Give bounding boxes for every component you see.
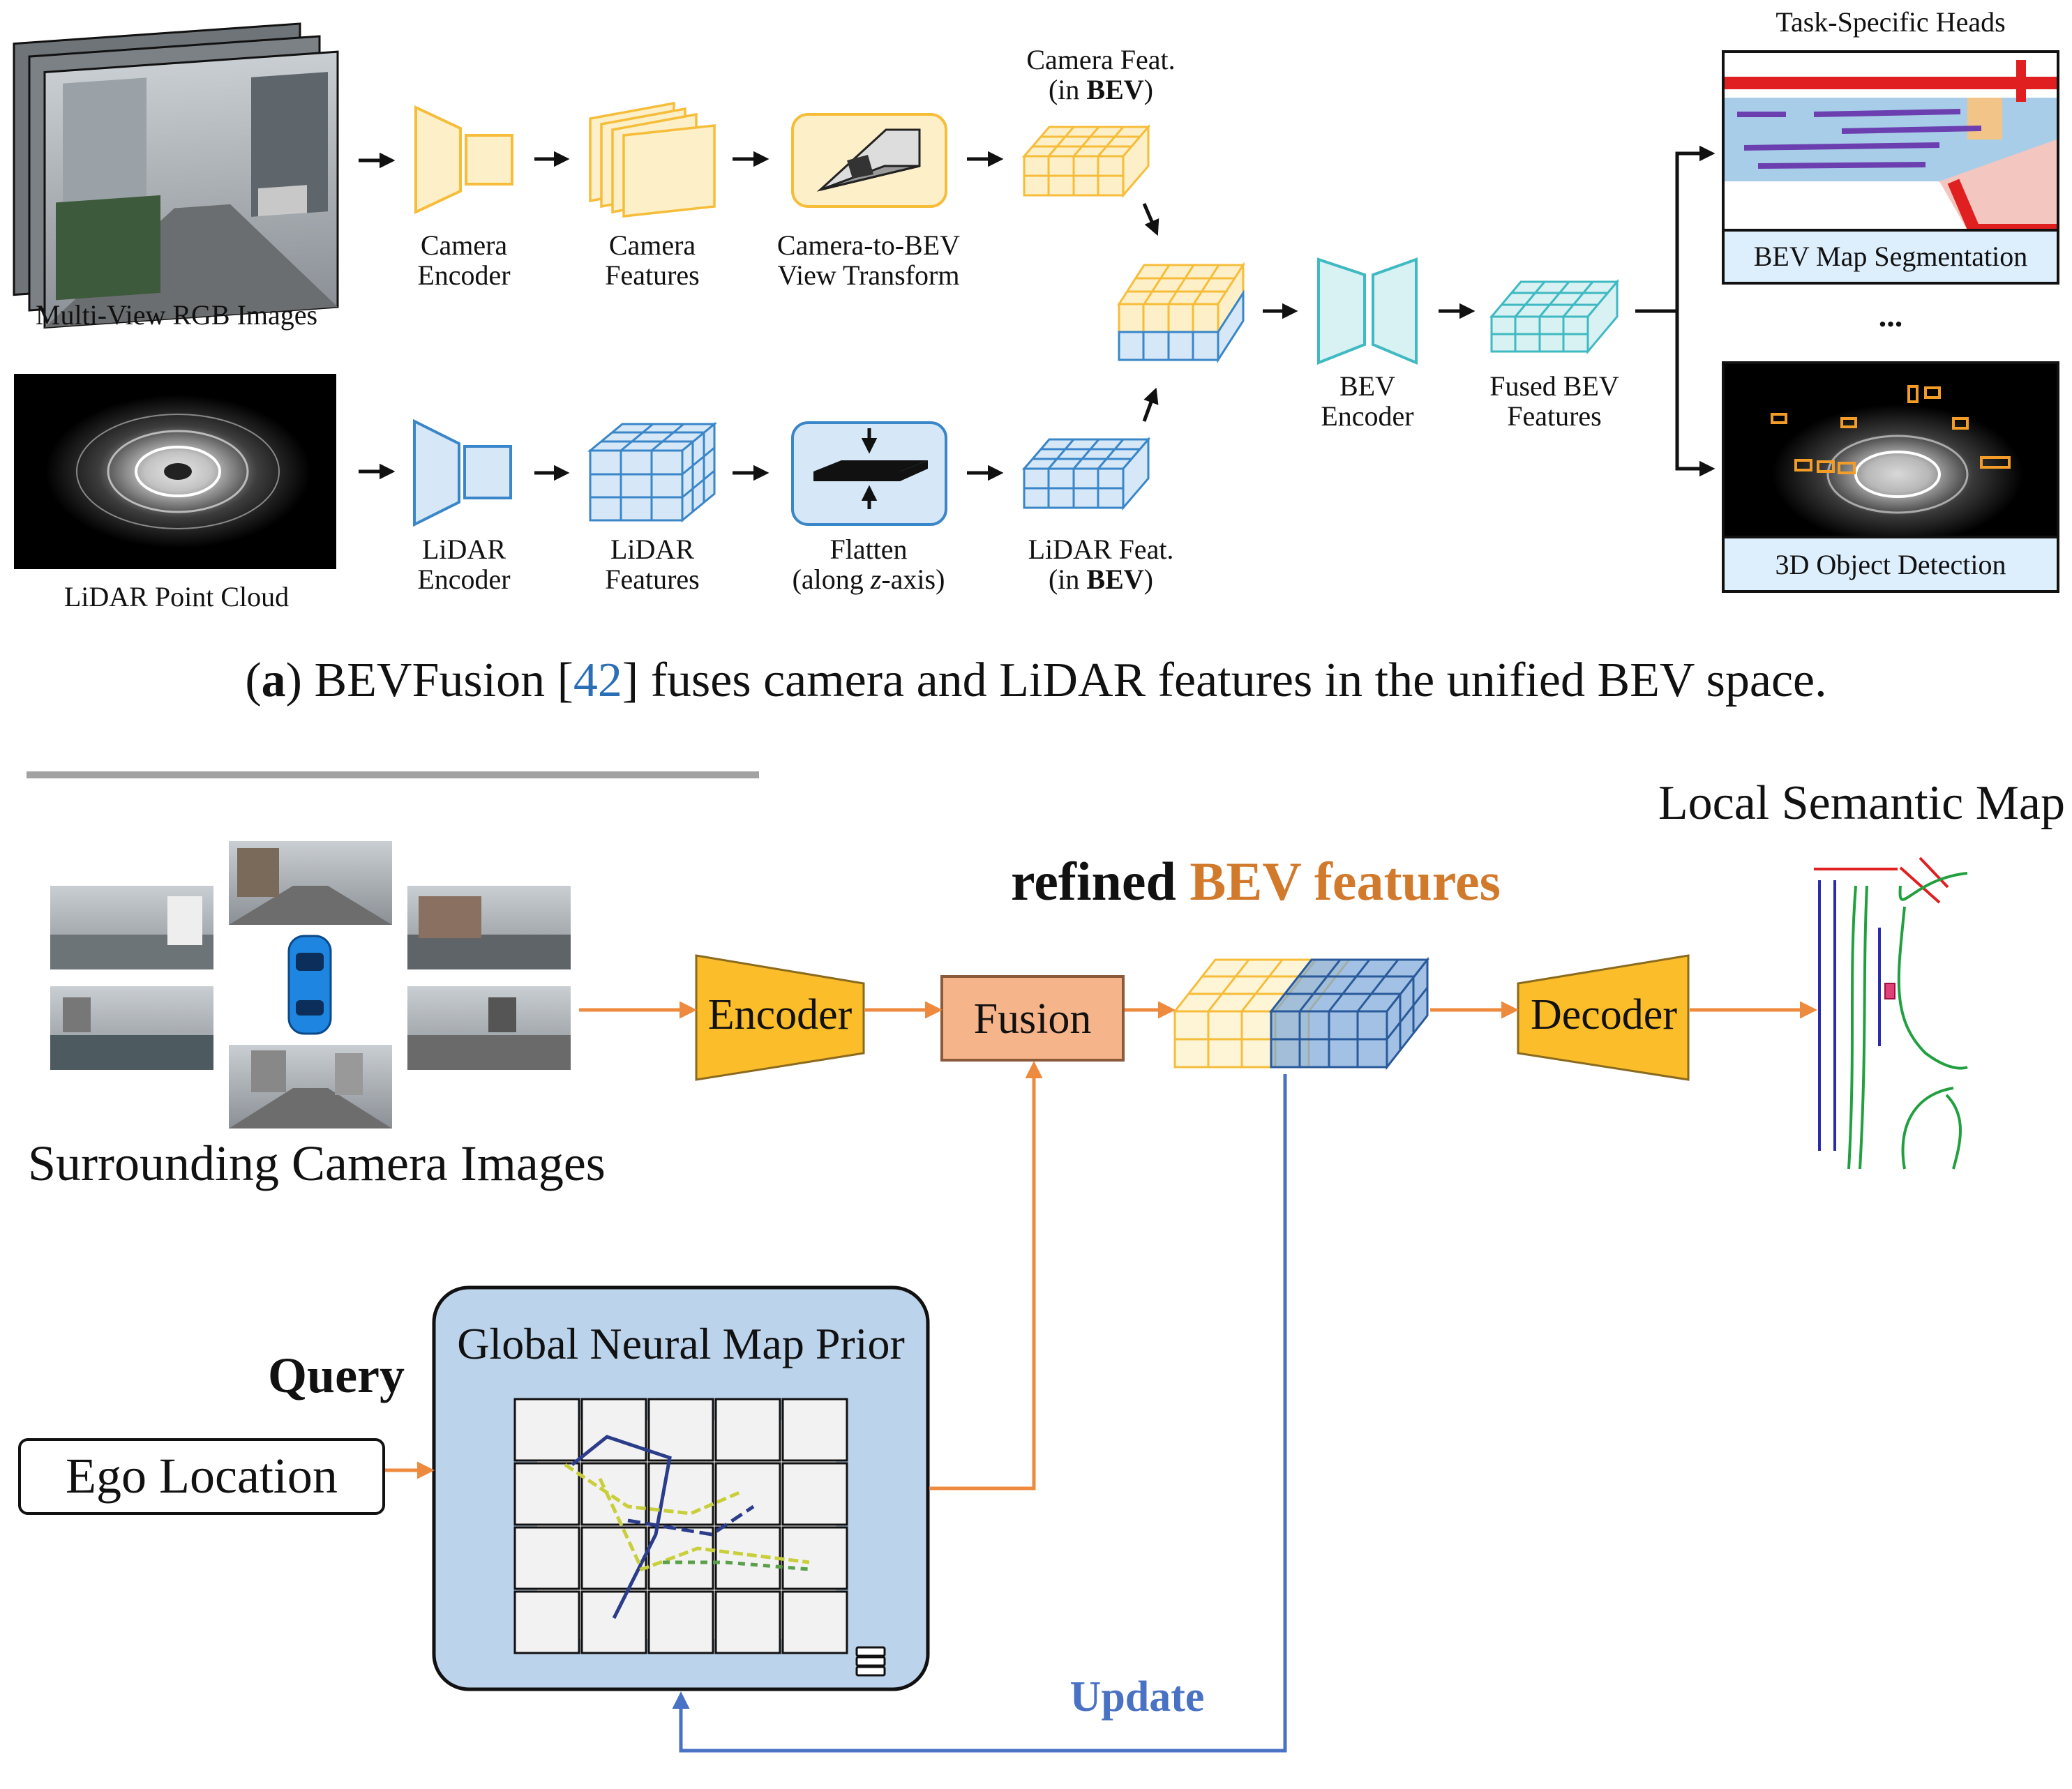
decoder-shape [1517,954,1690,1081]
multi-view-rgb-images [13,22,339,329]
lidar-point-cloud-image [14,374,336,569]
fusion-label: Fusion [973,995,1092,1043]
camera-encoder-icon [414,105,513,215]
local-semantic-map-label: Local Semantic Map [1658,776,2065,830]
multi-view-rgb-label: Multi-View RGB Images [35,299,318,331]
bev-map-segmentation-label: BEV Map Segmentation [1753,241,2028,272]
ego-location-box [18,1438,385,1515]
refined-bev-cube-icon [1172,956,1430,1071]
panel-b-arrows [385,1001,1817,1753]
bev-encoder-icon [1317,257,1418,365]
camera-feat-bev-label: Camera Feat. (in BEV) [1026,44,1176,106]
fused-stack-icon [1117,261,1245,364]
camera-features-icon [589,101,716,218]
lidar-features-icon [587,421,718,523]
heads-ellipsis: ... [1878,298,1903,333]
ego-car-icon [287,935,332,1035]
encoder-shape [695,954,865,1081]
3d-object-detection-label: 3D Object Detection [1775,549,2006,580]
fused-bev-grid-icon [1489,278,1620,355]
lidar-bev-grid-icon [1021,436,1151,511]
task-specific-heads-label: Task-Specific Heads [1776,6,2006,38]
update-label: Update [1069,1673,1205,1721]
flatten-label: Flatten (along z-axis) [792,534,945,596]
refined-bev-features-label: refined BEV features [1011,851,1501,912]
camera-to-bev-icon [791,113,947,208]
fusion-box [940,975,1125,1062]
global-neural-map-prior [432,1285,930,1691]
camera-bev-grid-icon [1021,123,1151,199]
surrounding-camera-images [50,841,571,1128]
database-icon [855,1646,886,1677]
surrounding-camera-label: Surrounding Camera Images [28,1135,606,1191]
bev-map-segmentation-image [1722,50,2059,285]
lidar-point-cloud-label: LiDAR Point Cloud [63,581,290,612]
encoder-label: Encoder [707,991,853,1039]
3d-object-detection-image [1722,361,2059,593]
lidar-encoder-icon [413,418,512,527]
lidar-feat-bev-label: LiDAR Feat. (in BEV) [1028,534,1174,596]
panel-a-caption: (a) BEVFusion [42] fuses camera and LiDA… [245,654,1827,707]
cropped-header-remnant [27,771,759,778]
query-label: Query [268,1348,405,1403]
local-semantic-map-image [1814,856,1968,1170]
global-neural-map-prior-label: Global Neural Map Prior [457,1319,905,1368]
panel-a-arrows [359,145,1716,481]
flatten-icon [791,421,947,526]
ego-location-label: Ego Location [66,1448,338,1504]
decoder-label: Decoder [1531,991,1677,1039]
